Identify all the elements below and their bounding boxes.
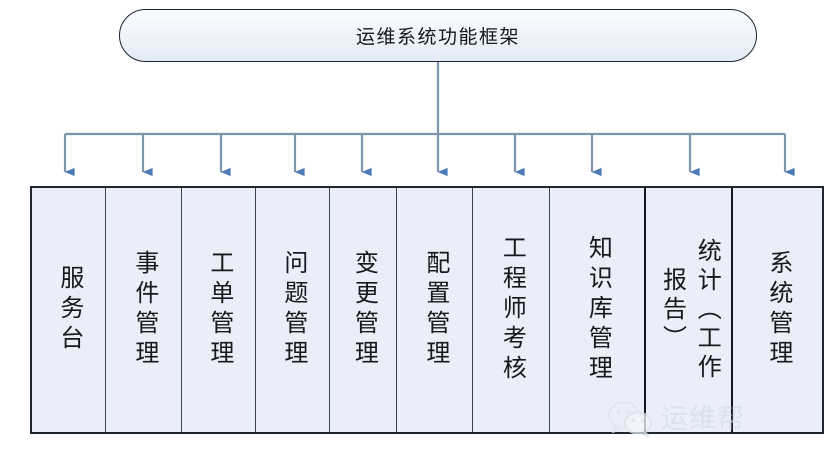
module-label: 工单管理 — [205, 250, 232, 370]
diagram-title-text: 运维系统功能框架 — [355, 27, 520, 48]
module-box-configuration-management[interactable]: 配置管理 — [397, 188, 473, 432]
module-box-incident-management[interactable]: 事件管理 — [106, 188, 182, 432]
module-row: 服务台 事件管理 工单管理 问题管理 变更管理 配置管理 工程师考核 知识库管理… — [30, 186, 824, 434]
diagram-title-node: 运维系统功能框架 — [119, 9, 757, 62]
module-box-work-order-management[interactable]: 工单管理 — [182, 188, 256, 432]
module-label: 问题管理 — [279, 250, 306, 370]
module-box-change-management[interactable]: 变更管理 — [330, 188, 397, 432]
connector-drop-lines — [63, 134, 795, 177]
module-label: 工程师考核 — [498, 235, 525, 385]
module-box-knowledge-base-management[interactable]: 知识库管理 — [550, 188, 646, 432]
module-label: 知识库管理 — [584, 235, 611, 385]
module-box-system-management[interactable]: 系统管理 — [733, 188, 822, 432]
module-box-engineer-assessment[interactable]: 工程师考核 — [473, 188, 550, 432]
module-box-statistics-work-report[interactable]: 统计（工作报告） — [646, 188, 733, 432]
module-label: 系统管理 — [764, 250, 791, 370]
module-box-service-desk[interactable]: 服务台 — [32, 188, 106, 432]
module-label: 变更管理 — [350, 250, 377, 370]
module-label: 事件管理 — [130, 250, 157, 370]
module-label: 服务台 — [55, 265, 82, 355]
module-box-problem-management[interactable]: 问题管理 — [256, 188, 330, 432]
module-label: 统计（工作报告） — [658, 237, 720, 383]
module-label: 配置管理 — [421, 250, 448, 370]
